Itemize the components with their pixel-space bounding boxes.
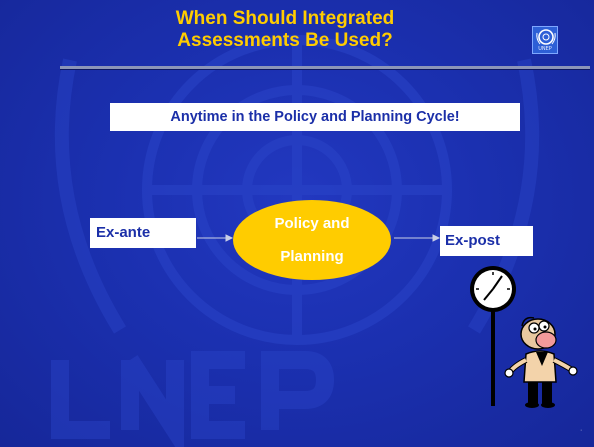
logo-text: UNEP bbox=[538, 46, 552, 52]
page-number-mark: · bbox=[580, 427, 583, 434]
slide-title: When Should Integrated Assessments Be Us… bbox=[100, 8, 470, 52]
subtitle-banner: Anytime in the Policy and Planning Cycle… bbox=[110, 103, 520, 131]
arrow-policy-to-ex-post bbox=[394, 234, 441, 242]
ex-post-box: Ex-post bbox=[440, 226, 533, 256]
cartoon-man-icon bbox=[504, 316, 578, 408]
waiting-man-clipart bbox=[470, 266, 578, 408]
title-divider bbox=[60, 66, 590, 69]
policy-planning-ellipse: Policy and Planning bbox=[233, 200, 391, 280]
arrow-ex-ante-to-policy bbox=[197, 234, 234, 242]
title-line-1: When Should Integrated bbox=[175, 8, 395, 29]
ellipse-line-1: Policy and bbox=[274, 215, 350, 232]
ex-ante-box: Ex-ante bbox=[90, 218, 196, 248]
unep-logo-icon: UNEP bbox=[532, 26, 558, 54]
clock-icon bbox=[470, 266, 516, 406]
ellipse-line-2: Planning bbox=[280, 248, 344, 265]
title-line-2: Assessments Be Used? bbox=[177, 30, 393, 51]
